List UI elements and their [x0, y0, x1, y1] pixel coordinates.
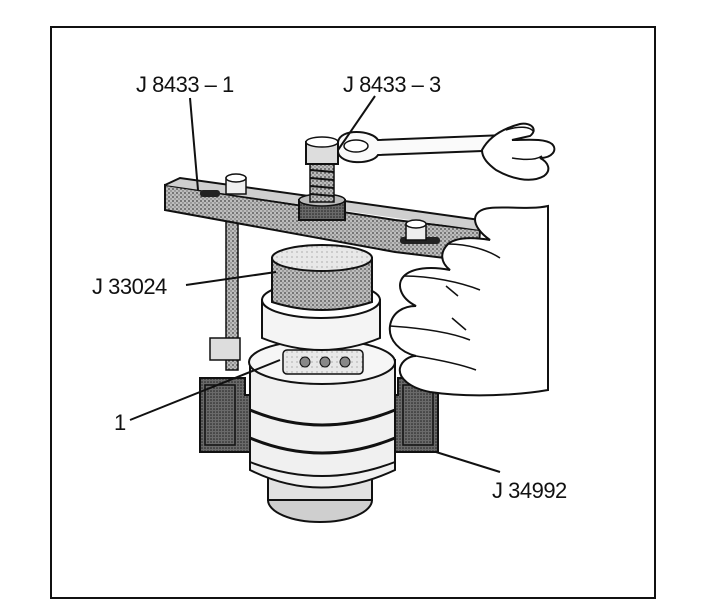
- label-adapter: J 33024: [92, 274, 167, 299]
- leader-forcing-screw: [337, 95, 376, 151]
- leader-holding-fixture: [435, 451, 501, 473]
- label-tool-bar: J 8433 – 1: [136, 72, 234, 97]
- bolt-left: [225, 173, 247, 195]
- leader-tool-bar: [189, 97, 199, 191]
- leader-lines: [129, 95, 501, 473]
- leader-adapter: [185, 271, 277, 286]
- leader-component: [129, 359, 281, 421]
- forcing-screw: [298, 136, 346, 221]
- upper-hand: [480, 122, 556, 181]
- label-component: 1: [114, 410, 126, 435]
- lower-hand: [388, 204, 549, 397]
- label-holding-fixture: J 34992: [492, 478, 567, 503]
- bolt-right: [405, 219, 427, 241]
- component-body: [248, 339, 396, 523]
- adapter-sleeve: [271, 244, 373, 311]
- label-forcing-screw: J 8433 – 3: [343, 72, 441, 97]
